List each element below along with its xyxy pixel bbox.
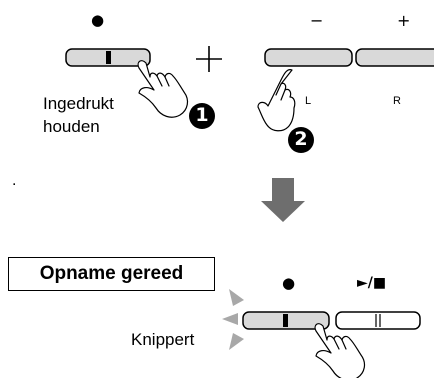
hand-point-icon <box>257 69 296 132</box>
status-display: Opname gereed <box>8 257 215 291</box>
step-1-badge <box>189 103 215 129</box>
minus-button[interactable] <box>264 48 353 67</box>
right-label: R <box>393 95 401 107</box>
dot-mark: . <box>12 172 17 189</box>
plus-symbol: + <box>397 11 411 30</box>
blink-label: Knippert <box>131 330 195 349</box>
minus-symbol: − <box>310 11 324 30</box>
record-button-indicator-2 <box>283 314 288 327</box>
down-arrow-icon <box>261 178 305 222</box>
step-1-number: 1 <box>195 104 209 126</box>
record-symbol-2: ● <box>282 274 296 292</box>
left-label: L <box>305 95 312 107</box>
combine-plus-icon <box>196 46 222 72</box>
step-2-number: 2 <box>294 128 308 150</box>
blink-indicator-icon <box>222 289 244 350</box>
hand-press-icon <box>137 60 189 118</box>
step-2-badge <box>288 127 314 153</box>
hold-label-line2: houden <box>43 117 100 136</box>
play-stop-symbol: ►/■ <box>357 275 387 291</box>
hand-press-icon-2 <box>314 323 366 378</box>
hold-label-line1: Ingedrukt <box>43 94 114 113</box>
plus-button[interactable] <box>355 48 434 67</box>
record-button-indicator <box>106 51 111 64</box>
play-stop-button[interactable] <box>335 311 421 330</box>
status-text: Opname gereed <box>39 263 184 284</box>
record-symbol: ● <box>91 11 105 29</box>
